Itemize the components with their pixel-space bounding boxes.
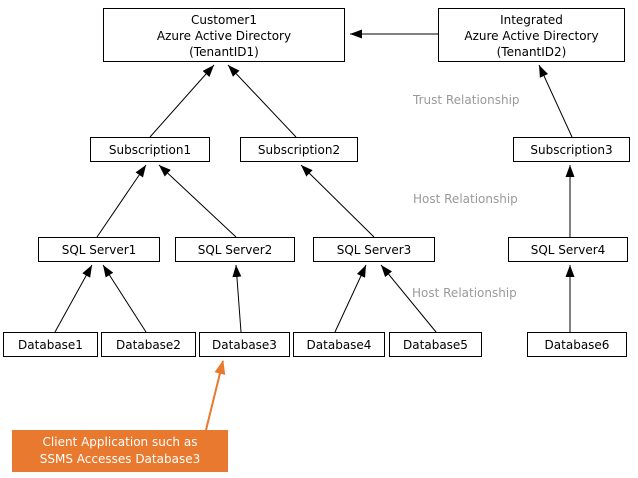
node-label-line: Azure Active Directory	[156, 29, 292, 43]
node-customer1-tenant: Customer1 Azure Active Directory (Tenant…	[103, 8, 345, 62]
node-sql-server1: SQL Server1	[38, 237, 160, 262]
edge-database1-to-sqlserver1	[54, 264, 93, 333]
edge-callout-to-database3	[205, 360, 226, 431]
edge-database2-to-sqlserver1	[102, 264, 147, 333]
edge-sqlserver1-to-subscription1	[96, 164, 147, 238]
node-label-line: Integrated	[500, 13, 563, 27]
node-label-line: Customer1	[191, 13, 257, 27]
node-label-line: (TenantID2)	[496, 45, 567, 59]
node-database1: Database1	[3, 332, 98, 357]
node-sql-server3: SQL Server3	[313, 237, 435, 262]
node-sql-server2: SQL Server2	[175, 237, 295, 262]
node-database5: Database5	[389, 332, 482, 357]
edge-database3-to-sqlserver2	[232, 264, 242, 333]
edge-sqlserver2-to-subscription1	[158, 164, 237, 238]
node-subscription2: Subscription2	[240, 137, 358, 162]
node-database4: Database4	[293, 332, 385, 357]
edge-subscription1-to-customer1-aad	[149, 64, 215, 138]
callout-client-application: Client Application such as SSMS Accesses…	[12, 430, 228, 472]
node-database2: Database2	[101, 332, 196, 357]
edge-database5-to-sqlserver3	[380, 264, 437, 333]
edge-database4-to-sqlserver3	[334, 264, 367, 333]
node-subscription1: Subscription1	[90, 137, 210, 162]
node-subscription3: Subscription3	[513, 137, 630, 162]
node-label-line: Azure Active Directory	[464, 29, 599, 43]
node-database3: Database3	[199, 332, 290, 357]
callout-line: Client Application such as	[42, 435, 198, 449]
callout-line: SSMS Accesses Database3	[39, 452, 201, 466]
node-database6: Database6	[527, 332, 627, 357]
node-label-line: (TenantID1)	[189, 45, 259, 59]
edge-sqlserver3-to-subscription2	[300, 164, 375, 238]
edge-subscription3-to-integrated-aad	[538, 64, 573, 138]
node-sql-server4: SQL Server4	[508, 237, 628, 262]
label-host-relationship-2: Host Relationship	[412, 286, 517, 300]
edge-subscription2-to-customer1-aad	[227, 64, 297, 138]
label-trust-relationship: Trust Relationship	[413, 93, 520, 107]
node-integrated-tenant: Integrated Azure Active Directory (Tenan…	[438, 8, 625, 62]
label-host-relationship-1: Host Relationship	[413, 192, 518, 206]
